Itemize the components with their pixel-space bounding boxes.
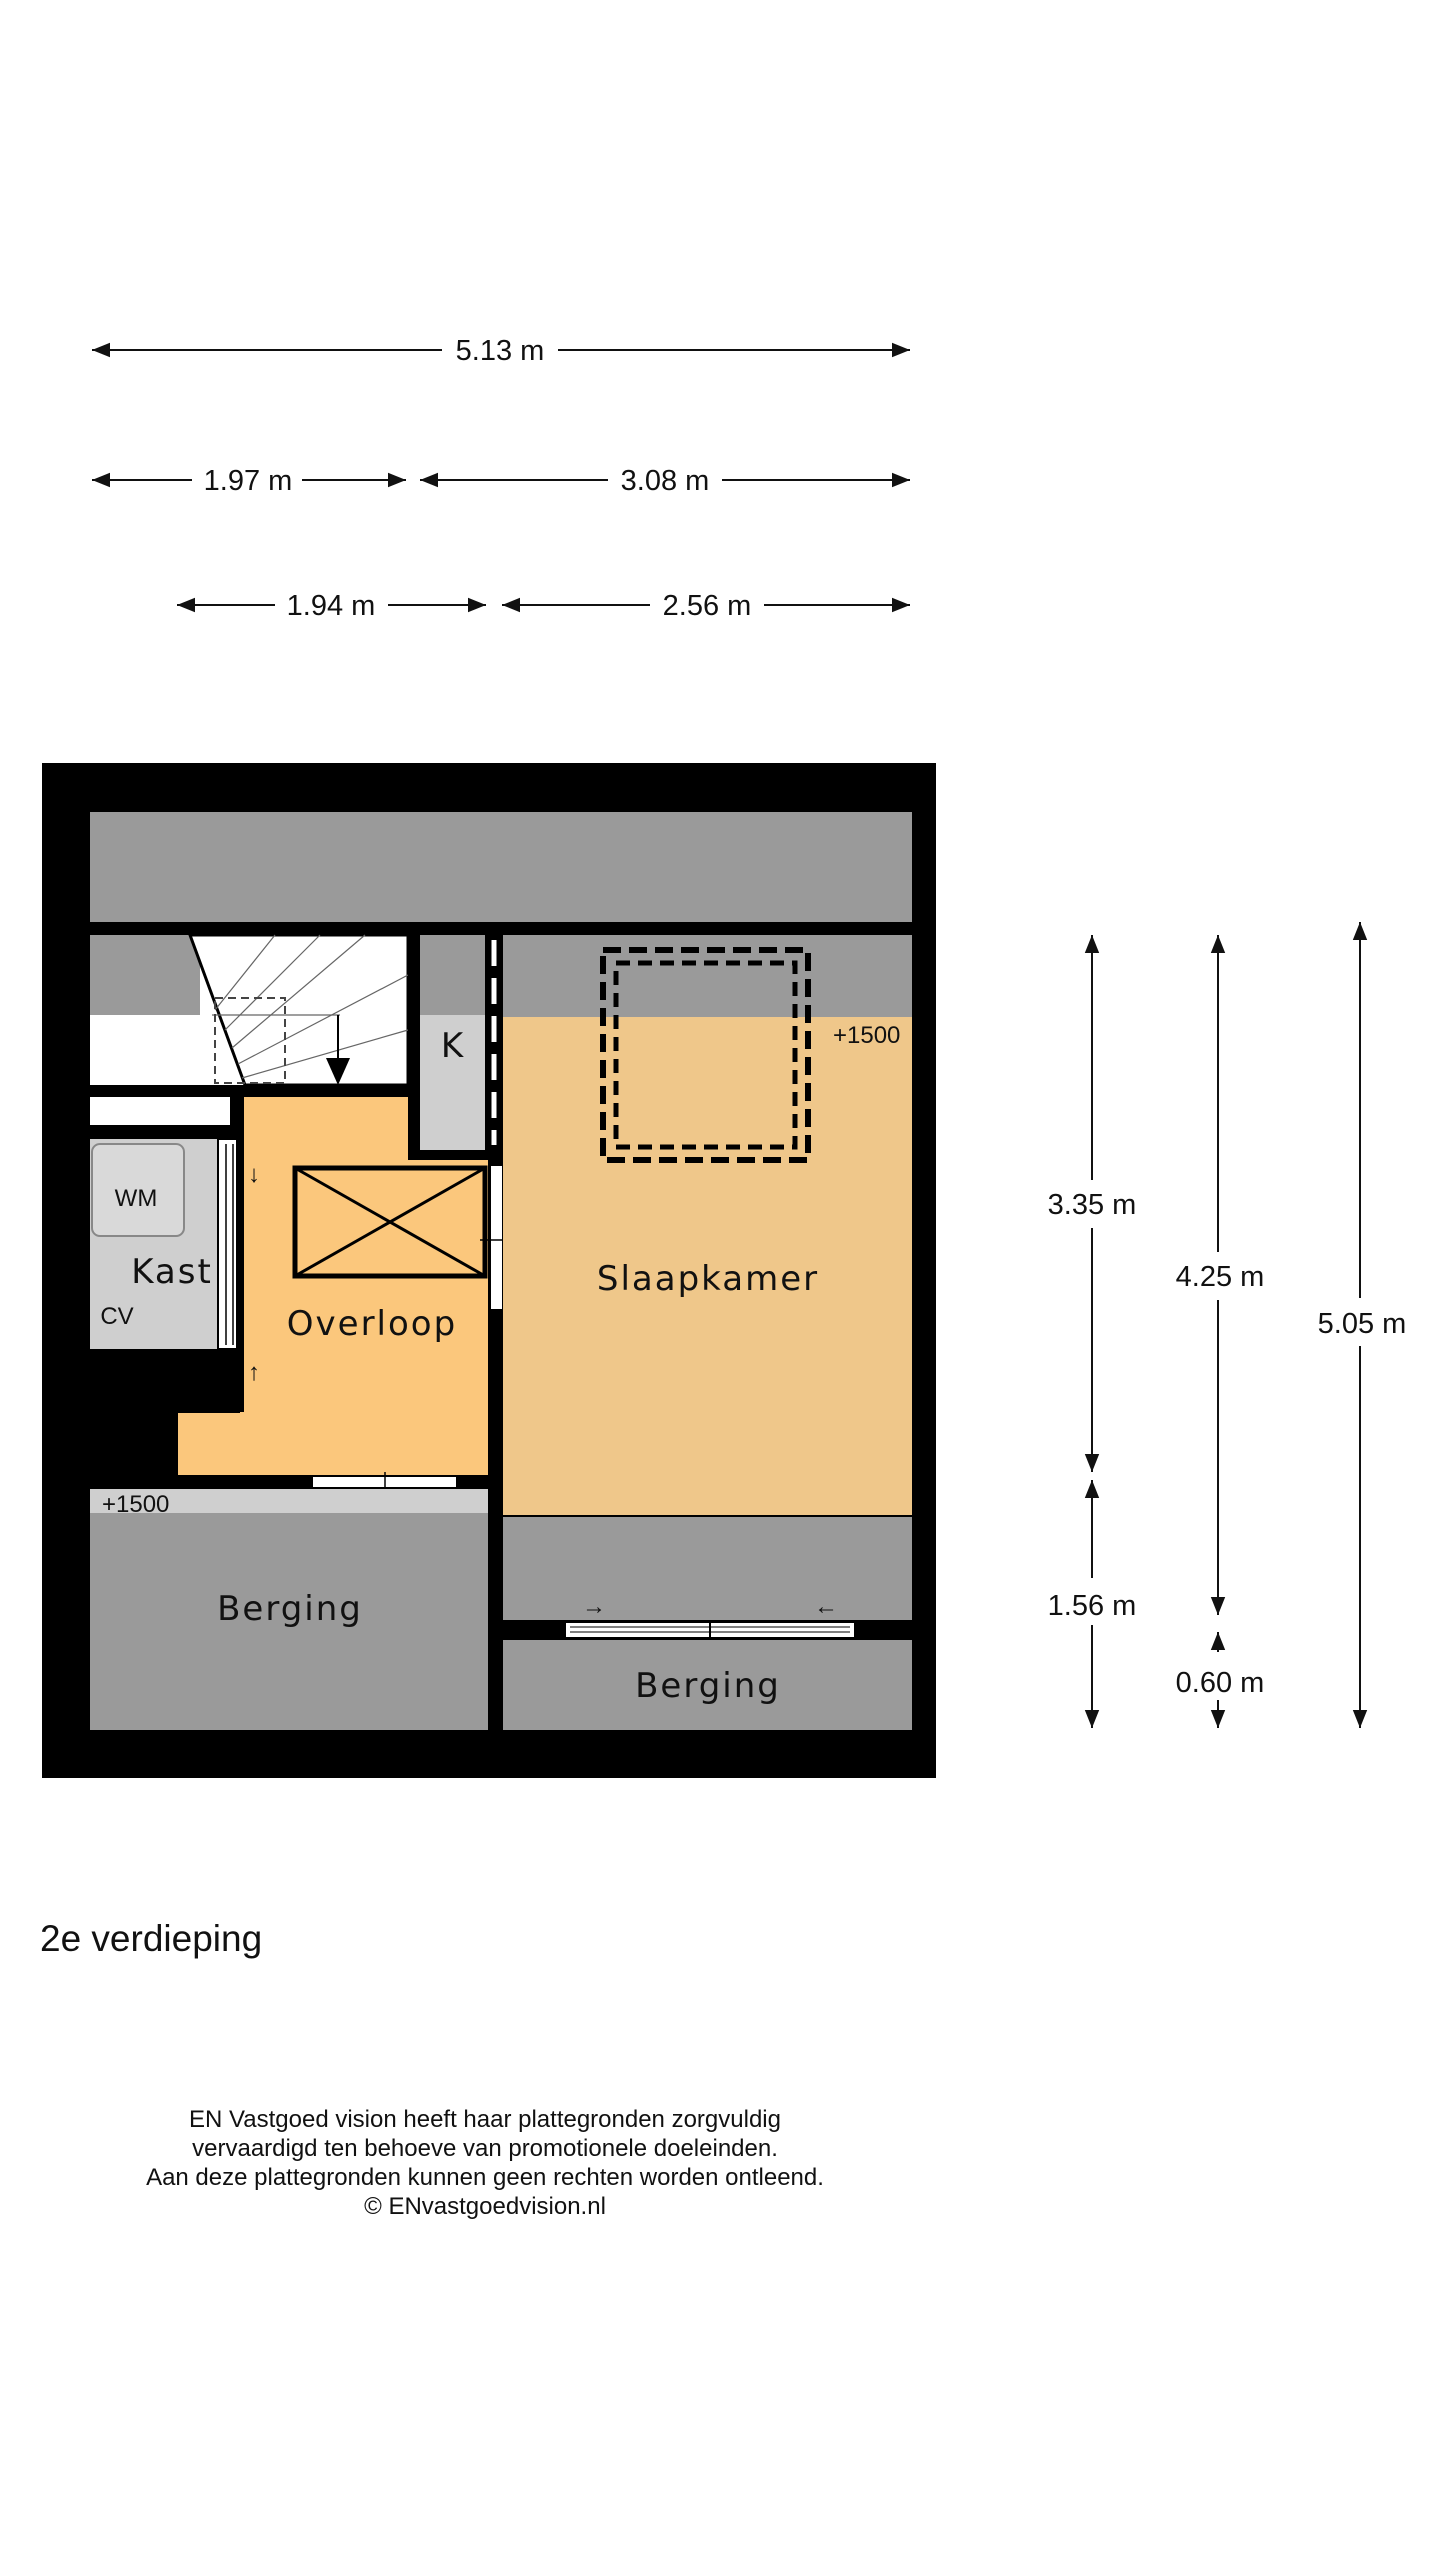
arrow-down-marker: ↓: [248, 1161, 260, 1188]
dimension-mid-right: 2.56 m: [663, 590, 752, 622]
arrow-left-marker: ←: [814, 1593, 838, 1620]
building: [42, 763, 936, 1778]
roof-zone-top: [90, 812, 912, 922]
dimension-right-mid-lower: 0.60 m: [1176, 1667, 1265, 1699]
berging-right: [503, 1640, 912, 1730]
disclaimer-line: EN Vastgoed vision heeft haar plattegron…: [189, 2106, 781, 2133]
arrow-right-marker: →: [582, 1593, 606, 1620]
dimension-top-left: 1.97 m: [204, 465, 293, 497]
dimension-right-overall: 5.05 m: [1318, 1308, 1407, 1340]
level-berging: +1500: [102, 1491, 169, 1518]
stair-direction-arrow: [326, 1058, 350, 1085]
level-slaapkamer: +1500: [833, 1022, 900, 1049]
room-labels: Slaapkamer Overloop Berging Berging Kast…: [100, 1022, 900, 1706]
copyright-line: © ENvastgoedvision.nl: [364, 2193, 606, 2220]
disclaimer-line: Aan deze plattegronden kunnen geen recht…: [146, 2164, 824, 2191]
washing-machine: [91, 1143, 185, 1237]
berging-left: [90, 1513, 488, 1730]
right-dimensions: 3.35 m 1.56 m 4.25 m 0.60 m 5.05 m: [1048, 922, 1407, 1728]
dimension-top-right: 3.08 m: [621, 465, 710, 497]
dimension-right-mid-upper: 4.25 m: [1176, 1261, 1265, 1293]
dimension-top-overall: 5.13 m: [456, 335, 545, 367]
room-label-slaapkamer: Slaapkamer: [597, 1259, 819, 1299]
room-label-overloop: Overloop: [287, 1304, 457, 1344]
room-label-berging-left: Berging: [217, 1589, 363, 1629]
disclaimer: EN Vastgoed vision heeft haar plattegron…: [0, 2105, 970, 2221]
dimension-mid-left: 1.94 m: [287, 590, 376, 622]
label-wm: WM: [115, 1185, 158, 1212]
slaapkamer: [503, 935, 912, 1515]
floor-title: 2e verdieping: [40, 1918, 263, 1959]
top-dimensions: 5.13 m 1.97 m 3.08 m 1.94 m 2.56 m: [92, 335, 910, 622]
label-cv: CV: [100, 1303, 133, 1330]
dimension-right-upper: 3.35 m: [1048, 1189, 1137, 1221]
room-label-berging-right: Berging: [635, 1666, 781, 1706]
disclaimer-line: vervaardigd ten behoeve van promotionele…: [192, 2135, 778, 2162]
landing-door[interactable]: [489, 1164, 504, 1311]
label-k: K: [441, 1026, 465, 1066]
arrow-up-marker: ↑: [248, 1359, 260, 1386]
room-label-kast: Kast: [131, 1252, 213, 1292]
dimension-right-lower: 1.56 m: [1048, 1590, 1137, 1622]
stair-steps: [212, 934, 409, 1079]
